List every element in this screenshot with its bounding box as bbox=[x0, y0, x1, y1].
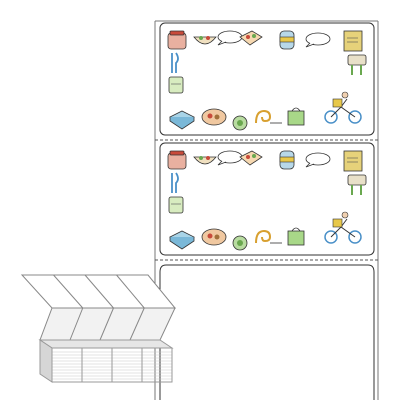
snail-icon bbox=[255, 109, 282, 124]
stack-top-sheet bbox=[20, 274, 177, 309]
juice-box-icon bbox=[168, 76, 184, 94]
coin-icon bbox=[232, 115, 248, 131]
coin-icon bbox=[232, 235, 248, 251]
lunch-box-icon bbox=[169, 110, 195, 130]
juice-box-icon bbox=[168, 196, 184, 214]
stack-front-face bbox=[51, 347, 173, 383]
cutlery-set-icon bbox=[347, 174, 367, 195]
food-bag-icon bbox=[343, 150, 363, 172]
bento-box-icon bbox=[239, 30, 263, 46]
stack-column-divider bbox=[84, 274, 114, 309]
soup-bowl-icon bbox=[193, 156, 217, 165]
food-bag-icon bbox=[343, 30, 363, 52]
speech-bubble-icon bbox=[217, 150, 243, 166]
stack-folded-sheet bbox=[39, 307, 176, 341]
stack-front-dividers bbox=[81, 348, 143, 382]
cutlery-set-icon bbox=[347, 54, 367, 75]
label-2-border bbox=[159, 142, 375, 256]
food-container-icon bbox=[167, 150, 187, 170]
cutlery-icon bbox=[171, 52, 179, 73]
stack-side-face bbox=[39, 339, 53, 383]
cutlery-icon bbox=[171, 172, 179, 193]
soup-bowl-icon bbox=[193, 36, 217, 45]
snail-icon bbox=[255, 229, 282, 244]
stack-column-divider bbox=[116, 274, 145, 309]
bento-box-icon bbox=[239, 150, 263, 166]
label-2 bbox=[159, 142, 375, 256]
delivery-cyclist-icon bbox=[324, 91, 362, 124]
shopping-bag-icon bbox=[287, 227, 305, 246]
jar-icon bbox=[279, 150, 295, 170]
jar-icon bbox=[279, 30, 295, 50]
delivery-cyclist-icon bbox=[324, 211, 362, 244]
stack-top-face bbox=[38, 339, 174, 349]
stack-fold-divider bbox=[69, 307, 84, 341]
label-1 bbox=[159, 22, 375, 136]
label-2-icons bbox=[167, 150, 367, 251]
label-1-border bbox=[159, 22, 375, 136]
stack-fold-divider bbox=[129, 307, 145, 341]
stack-fold-divider bbox=[99, 307, 114, 341]
shopping-bag-icon bbox=[287, 107, 305, 126]
food-tray-icon bbox=[201, 228, 227, 246]
stack-column-divider bbox=[53, 274, 84, 309]
label-1-icons bbox=[167, 30, 367, 131]
speech-bubble-icon bbox=[305, 32, 331, 48]
speech-bubble-icon bbox=[305, 152, 331, 168]
lunch-box-icon bbox=[169, 230, 195, 250]
stack-column-dividers bbox=[53, 274, 145, 341]
food-container-icon bbox=[167, 30, 187, 50]
food-tray-icon bbox=[201, 108, 227, 126]
